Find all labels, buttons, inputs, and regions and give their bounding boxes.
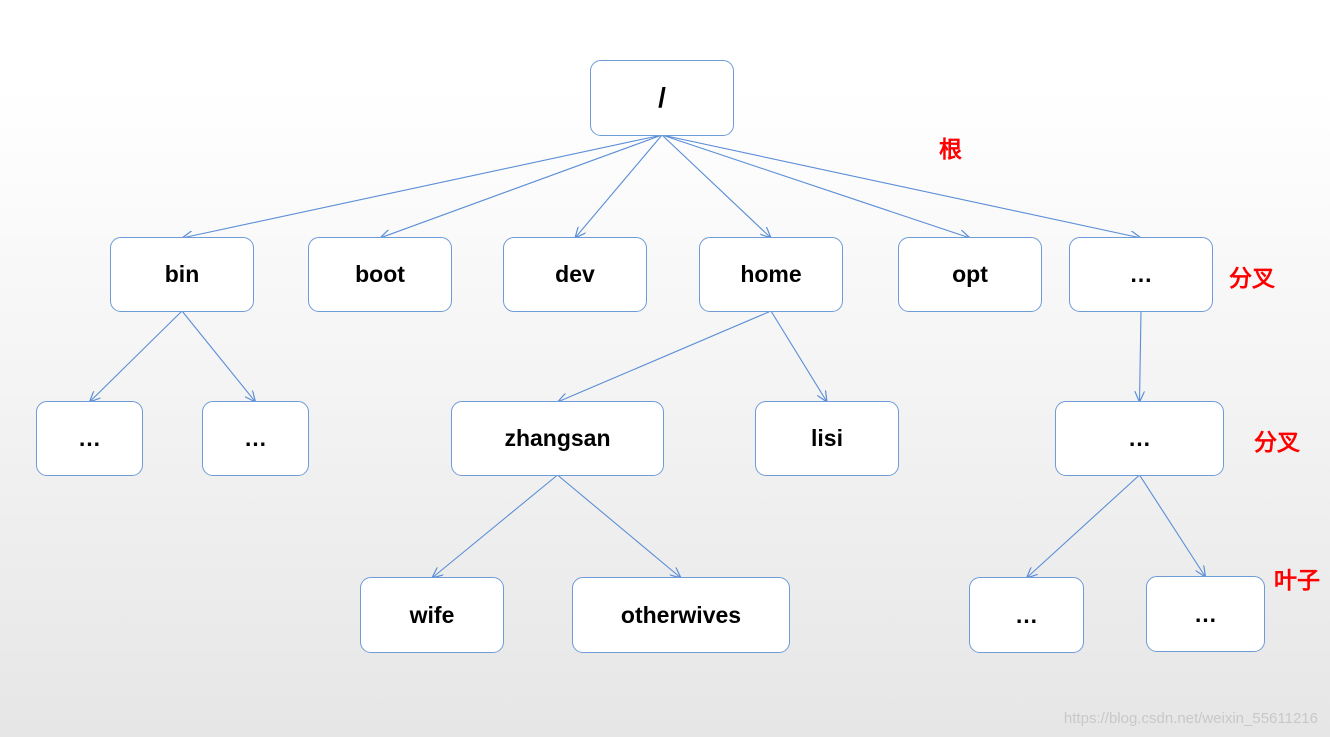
branch-label-2: 分叉 xyxy=(1254,430,1300,456)
edge-zhangsan-to-wife xyxy=(432,474,558,578)
edge-bin-to-bin_child_1 xyxy=(90,310,183,402)
edge-home-to-zhangsan xyxy=(558,310,772,402)
edge-root-to-opt xyxy=(661,134,970,238)
zhangsan-directory-node: zhangsan xyxy=(451,401,664,476)
more-directories-node: … xyxy=(1069,237,1213,312)
bin-child-node-2: … xyxy=(202,401,309,476)
home-directory-node: home xyxy=(699,237,843,312)
edge-root-to-more xyxy=(661,134,1141,238)
edge-more_child-to-leaf_1 xyxy=(1027,474,1140,578)
leaf-node-1: … xyxy=(969,577,1084,653)
edge-more-to-more_child xyxy=(1140,310,1142,402)
edge-root-to-dev xyxy=(575,134,663,238)
edge-root-to-home xyxy=(661,134,771,238)
branch-label-1: 分叉 xyxy=(1229,266,1275,292)
leaf-label: 叶子 xyxy=(1274,568,1320,594)
lisi-directory-node: lisi xyxy=(755,401,899,476)
otherwives-directory-node: otherwives xyxy=(572,577,790,653)
edge-root-to-boot xyxy=(380,134,663,238)
more-child-node: … xyxy=(1055,401,1224,476)
watermark: https://blog.csdn.net/weixin_55611216 xyxy=(1063,710,1318,727)
edge-root-to-bin xyxy=(182,134,663,238)
edge-bin-to-bin_child_2 xyxy=(181,310,256,402)
wife-directory-node: wife xyxy=(360,577,504,653)
edge-zhangsan-to-otherwives xyxy=(557,474,682,578)
bin-directory-node: bin xyxy=(110,237,254,312)
bin-child-node-1: … xyxy=(36,401,143,476)
opt-directory-node: opt xyxy=(898,237,1042,312)
boot-directory-node: boot xyxy=(308,237,452,312)
root-label: 根 xyxy=(939,137,962,163)
edge-home-to-lisi xyxy=(770,310,827,402)
root-directory-node: / xyxy=(590,60,734,136)
edge-more_child-to-leaf_2 xyxy=(1139,474,1206,577)
dev-directory-node: dev xyxy=(503,237,647,312)
leaf-node-2: … xyxy=(1146,576,1265,652)
